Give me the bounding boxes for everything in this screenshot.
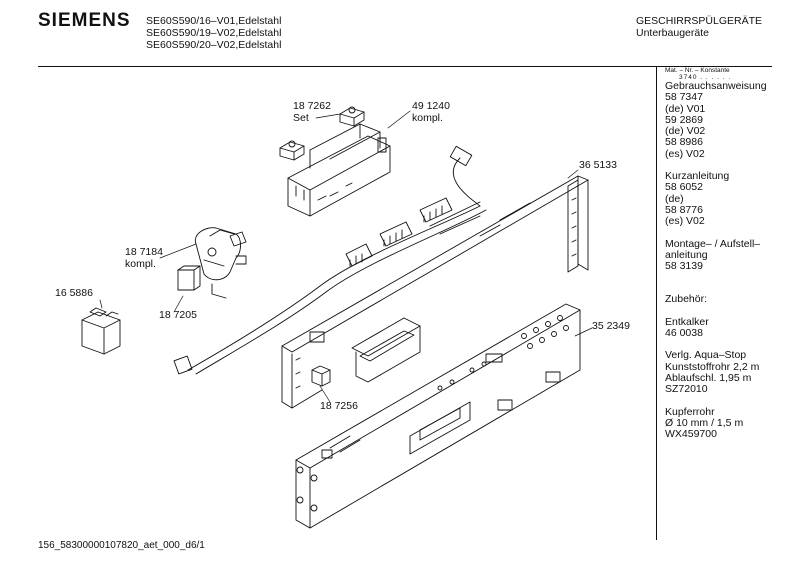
sidebar-line: Verlg. Aqua–Stop: [665, 349, 747, 362]
leader-lines: [99, 110, 593, 403]
category-subtitle: Unterbaugeräte: [636, 27, 709, 39]
sidebar-line: 59 2869: [665, 113, 703, 126]
part-365133-rail: [281, 175, 589, 409]
model-list: SE60S590/16–V01,Edelstahl SE60S590/19–V0…: [146, 15, 281, 51]
document-id: 156_58300000107820_aet_000_d6/1: [38, 540, 205, 551]
sidebar-line: Kunststoffrohr 2,2 m: [665, 360, 760, 373]
part-wiring-harness: [173, 145, 487, 375]
part-187262-connector-set: [279, 106, 365, 161]
part-number: 49 1240: [412, 100, 450, 112]
label-187256: 18 7256: [320, 400, 358, 412]
sidebar-line: Zubehör:: [665, 293, 708, 306]
sidebar-line: 58 3139: [665, 260, 703, 273]
sidebar-line: anleitung: [665, 248, 708, 261]
part-491240-control-module: [287, 123, 391, 217]
label-187184: 18 7184 kompl.: [125, 246, 163, 270]
sidebar-line: 58 7347: [665, 91, 703, 104]
part-352349-control-panel: [295, 303, 581, 529]
sidebar-line: 46 0038: [665, 327, 703, 340]
label-187205: 18 7205: [159, 309, 197, 321]
label-165886: 16 5886: [55, 287, 93, 299]
sidebar-line: 58 8776: [665, 203, 703, 216]
part-note: kompl.: [125, 257, 156, 270]
sidebar-line: Ablaufschl. 1,95 m: [665, 371, 752, 384]
sidebar-line: Montage– / Aufstell–: [665, 237, 761, 250]
part-187205-relay: [177, 265, 201, 291]
label-491240: 49 1240 kompl.: [412, 100, 450, 124]
sidebar-line: Gebrauchsanweisung: [665, 80, 767, 92]
label-365133: 36 5133: [579, 159, 617, 171]
part-187184-assembly: [194, 227, 247, 299]
label-187262: 18 7262 Set: [293, 100, 331, 124]
part-number: 18 7184: [125, 246, 163, 258]
part-note: kompl.: [412, 111, 443, 124]
sidebar-line: 58 8986: [665, 136, 703, 149]
model-line: SE60S590/16–V01,Edelstahl: [146, 15, 282, 27]
model-line: SE60S590/19–V02,Edelstahl: [146, 27, 282, 39]
category-title: GESCHIRRSPÜLGERÄTE: [636, 15, 763, 27]
mat-nr-value: 3740 . . . . . .: [679, 74, 732, 81]
sidebar-line: (es) V02: [665, 147, 705, 160]
sidebar-line: Ø 10 mm / 1,5 m: [665, 416, 744, 429]
sidebar-line: (de) V02: [665, 125, 706, 138]
sidebar-line: (de) V01: [665, 102, 706, 115]
part-number: 18 7262: [293, 100, 331, 112]
sidebar-line: (de): [665, 192, 684, 205]
sidebar-line: 58 6052: [665, 181, 703, 194]
mat-nr-header: Mat. – Nr. – Konstante: [665, 67, 730, 74]
part-187256-cube: [311, 365, 331, 387]
siemens-logo: SIEMENS: [38, 10, 131, 31]
documentation-sidebar: Mat. – Nr. – Konstante 3740 . . . . . . …: [665, 67, 795, 440]
sidebar-line: Kurzanleitung: [665, 170, 730, 183]
category-block: GESCHIRRSPÜLGERÄTE Unterbaugeräte: [636, 15, 762, 39]
sidebar-divider: [656, 66, 657, 540]
part-165886-block: [81, 307, 121, 355]
sidebar-line: (es) V02: [665, 215, 705, 228]
model-line: SE60S590/20–V02,Edelstahl: [146, 39, 282, 51]
header-divider: [38, 66, 772, 67]
sidebar-line: SZ72010: [665, 383, 708, 396]
sidebar-line: Kupferrohr: [665, 405, 715, 418]
part-note: Set: [293, 111, 309, 124]
label-352349: 35 2349: [592, 320, 630, 332]
sidebar-line: Entkalker: [665, 315, 709, 328]
sidebar-line: WX459700: [665, 428, 717, 441]
